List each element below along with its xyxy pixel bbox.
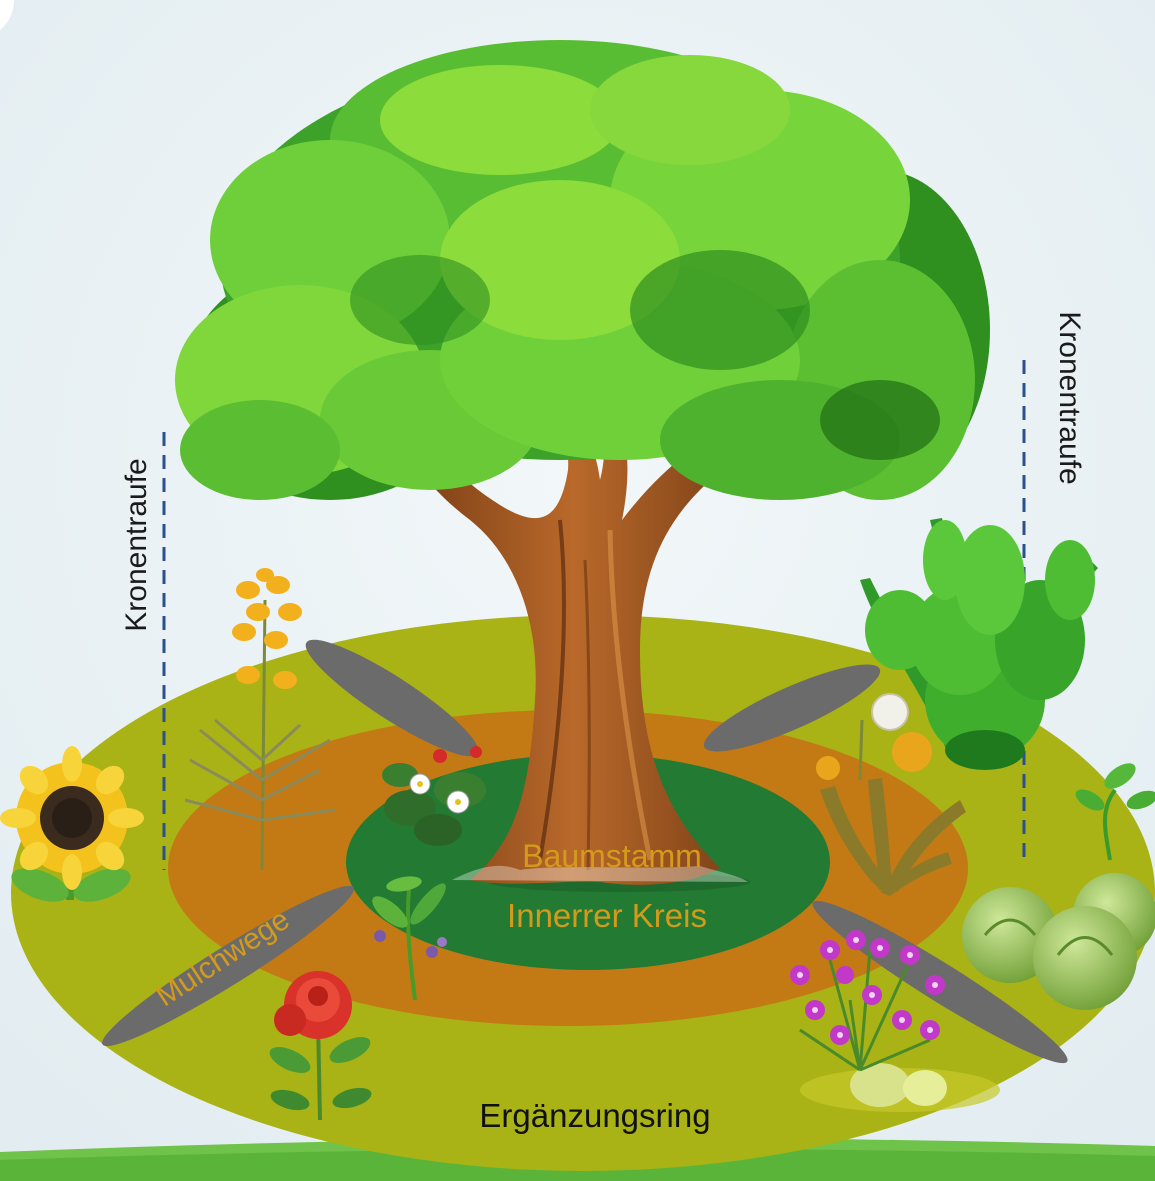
label-outer-ring: Ergänzungsring xyxy=(479,1097,710,1134)
label-inner-circle: Innerrer Kreis xyxy=(507,897,707,934)
label-tree-trunk: Baumstamm xyxy=(522,838,702,874)
label-drip-line-right: Kronentraufe xyxy=(1053,311,1086,484)
label-drip-line-left: Kronentraufe xyxy=(120,458,153,631)
sunflower-plant xyxy=(0,746,144,908)
